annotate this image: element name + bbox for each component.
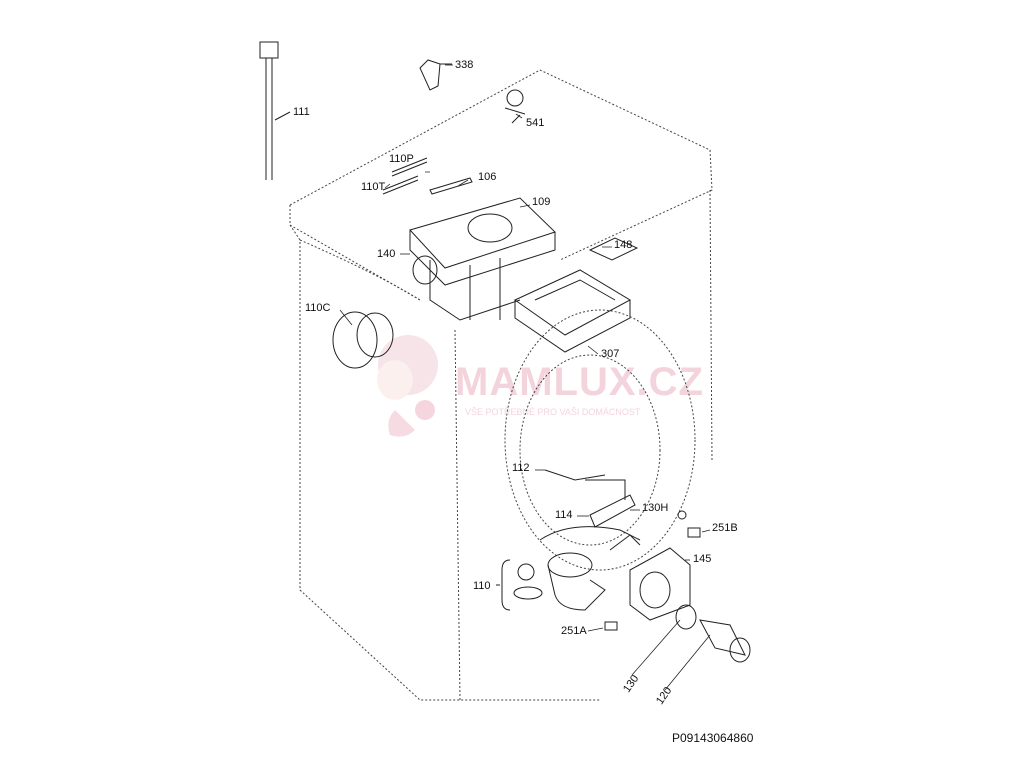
- filter-120: [699, 619, 751, 663]
- label-307: 307: [601, 348, 620, 360]
- pump-145: [609, 534, 691, 621]
- ring-130: [675, 604, 697, 630]
- part-541: [504, 89, 526, 124]
- part-110C: [332, 311, 394, 369]
- label-145: 145: [693, 553, 712, 565]
- label-110: 110: [473, 580, 491, 592]
- label-251B: 251B: [712, 522, 738, 534]
- label-106: 106: [478, 171, 497, 183]
- cabinet-outline: [289, 69, 713, 701]
- inlet-hose-111: [259, 41, 291, 180]
- watermark-figure: [377, 335, 438, 437]
- sump-hose-110: [496, 552, 606, 611]
- label-338: 338: [455, 59, 474, 71]
- dispenser-housing-140: [409, 197, 556, 321]
- label-130H: 130H: [642, 502, 669, 514]
- watermark-brand: MAMLUX.CZ: [455, 360, 704, 404]
- part-130H: [677, 510, 687, 520]
- label-148: 148: [614, 239, 633, 251]
- drawing-code: P09143064860: [672, 731, 754, 745]
- label-109: 109: [532, 196, 551, 208]
- label-541: 541: [526, 117, 545, 129]
- label-110P: 110P: [389, 153, 414, 165]
- label-110T: 110T: [361, 181, 386, 193]
- detergent-drawer-307: [514, 269, 632, 353]
- label-114: 114: [555, 509, 573, 521]
- label-140: 140: [377, 248, 396, 260]
- label-251A: 251A: [561, 625, 587, 637]
- part-338: [419, 59, 452, 91]
- part-251A: [604, 621, 618, 631]
- label-111: 111: [293, 106, 310, 118]
- hoses-112-114: [539, 469, 641, 541]
- label-110C: 110C: [305, 302, 331, 314]
- watermark-tagline: VŠE POTŘEBNÉ PRO VAŠI DOMÁCNOST: [465, 407, 641, 417]
- label-112: 112: [512, 462, 530, 474]
- leader-lines: [339, 64, 711, 691]
- parts-110P-110T: [382, 157, 428, 195]
- part-148: [588, 237, 639, 261]
- part-106: [429, 177, 473, 195]
- part-251B: [687, 527, 701, 538]
